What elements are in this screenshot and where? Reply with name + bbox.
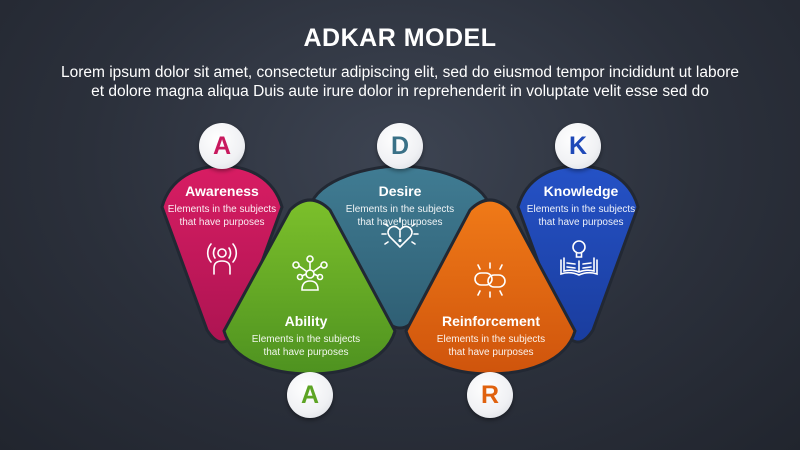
letter-circle-a-awareness: A — [199, 123, 245, 169]
stage-description: Elements in the subjects that have purpo… — [142, 203, 302, 229]
stage-reinforcement: Reinforcement Elements in the subjects t… — [411, 313, 571, 359]
broadcast-person-icon — [206, 243, 238, 275]
stage-desc-line: Elements in the subjects — [167, 204, 277, 215]
knowledge-shape — [516, 164, 640, 344]
stage-knowledge: Knowledge Elements in the subjects that … — [501, 183, 661, 229]
ability-shape — [222, 198, 397, 376]
heart-alert-icon — [381, 217, 419, 249]
reinforcement-shape — [404, 198, 577, 376]
stage-desc-line: Elements in the subjects — [251, 334, 361, 345]
stage-name: Desire — [378, 183, 422, 199]
letter-circle-a-ability: A — [287, 372, 333, 418]
stage-desc-line: that have purposes — [538, 217, 624, 228]
stage-name: Knowledge — [543, 183, 619, 199]
stage-description: Elements in the subjects that have purpo… — [501, 203, 661, 229]
stage-awareness: Awareness Elements in the subjects that … — [142, 183, 302, 229]
book-lightbulb-icon — [560, 240, 598, 276]
page-title: ADKAR MODEL — [303, 24, 497, 52]
stage-desc-line: Elements in the subjects — [345, 204, 455, 215]
stage-desc-line: that have purposes — [448, 347, 534, 358]
stage-name: Ability — [284, 313, 328, 329]
stage-desc-line: Elements in the subjects — [526, 204, 636, 215]
stage-ability: Ability Elements in the subjects that ha… — [226, 313, 386, 359]
page-subtitle: Lorem ipsum dolor sit amet, consectetur … — [30, 63, 770, 101]
letter-circle-d-desire: D — [377, 123, 423, 169]
subtitle-line-1: Lorem ipsum dolor sit amet, consectetur … — [60, 64, 740, 81]
stage-description: Elements in the subjects that have purpo… — [411, 333, 571, 359]
stage-desc-line: that have purposes — [179, 217, 265, 228]
stage-description: Elements in the subjects that have purpo… — [226, 333, 386, 359]
awareness-shape — [160, 164, 284, 344]
stage-name: Reinforcement — [441, 313, 541, 329]
letter-circle-r-reinforcement: R — [467, 372, 513, 418]
subtitle-line-2: et dolore magna aliqua Duis aute irure d… — [91, 83, 709, 100]
stage-desc-line: that have purposes — [263, 347, 349, 358]
letter-circle-k-knowledge: K — [555, 123, 601, 169]
stage-name: Awareness — [185, 183, 259, 199]
chain-link-icon — [474, 262, 506, 298]
person-network-icon — [292, 255, 328, 291]
stage-desc-line: Elements in the subjects — [436, 334, 546, 345]
